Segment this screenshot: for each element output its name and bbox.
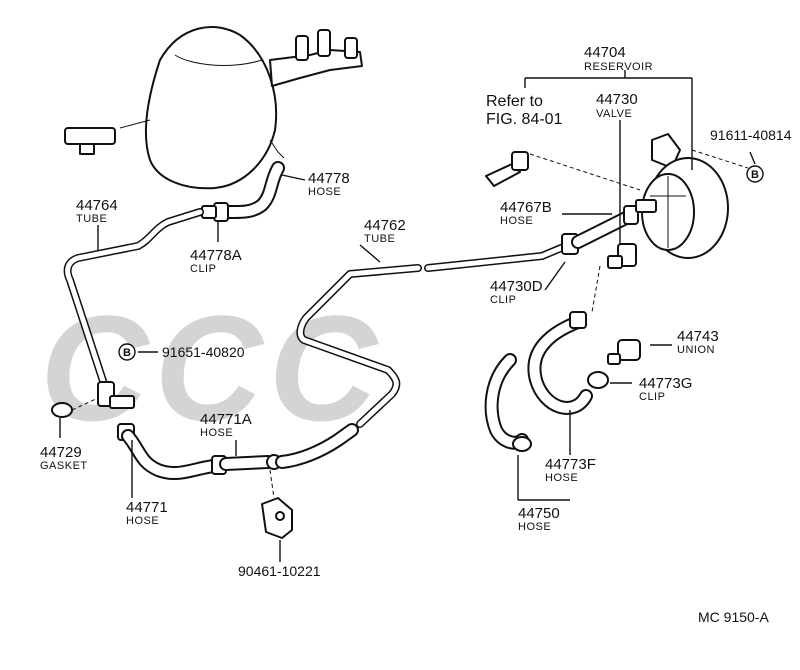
leader-lines: [59, 70, 756, 562]
label-91611-40814: 91611-40814: [710, 127, 792, 143]
label-44778a-name: CLIP: [190, 263, 216, 275]
label-44730-name: VALVE: [596, 108, 632, 120]
clip-44773g: [587, 371, 609, 389]
bolt-badge-left: B: [118, 343, 136, 361]
bracket-90461-10221: [261, 469, 293, 539]
label-44762-number: 44762: [364, 217, 406, 234]
hose-44773f: [527, 311, 593, 415]
label-44771-name: HOSE: [126, 515, 159, 527]
label-44764-name: TUBE: [76, 213, 107, 225]
hose-44771a: [219, 423, 359, 471]
label-44778a-number: 44778A: [190, 247, 242, 264]
label-44729-name: GASKET: [40, 460, 88, 472]
union-44743: [607, 339, 641, 365]
label-44729-number: 44729: [40, 444, 82, 461]
label-44743-name: UNION: [677, 344, 715, 356]
label-44767b-number: 44767B: [500, 199, 552, 216]
label-44778-name: HOSE: [308, 186, 341, 198]
valve-44730: [607, 243, 637, 269]
label-44778-number: 44778: [308, 170, 350, 187]
label-44730d-name: CLIP: [490, 294, 516, 306]
label-44771a-name: HOSE: [200, 427, 233, 439]
reservoir-44704: [635, 133, 729, 259]
label-44730d-number: 44730D: [490, 278, 543, 295]
label-44771a-number: 44771A: [200, 411, 252, 428]
refer-to-line1: Refer to: [486, 93, 543, 110]
label-44764-number: 44764: [76, 197, 118, 214]
label-44743-number: 44743: [677, 328, 719, 345]
label-44773f-number: 44773F: [545, 456, 596, 473]
label-44762-name: TUBE: [364, 233, 395, 245]
label-44767b-name: HOSE: [500, 215, 533, 227]
badge-right-letter: B: [751, 169, 759, 181]
label-44773g-name: CLIP: [639, 391, 665, 403]
gasket-44729: [51, 397, 99, 418]
hose-44767b: [571, 205, 639, 249]
brake-booster-illustration: [64, 26, 363, 190]
label-44704-name: RESERVOIR: [584, 61, 653, 73]
label-44704-number: 44704: [584, 44, 626, 61]
tube-44762: [296, 242, 570, 428]
bolt-badge-right: B: [746, 165, 764, 183]
label-44730-number: 44730: [596, 91, 638, 108]
label-44771-number: 44771: [126, 499, 168, 516]
figure-code: MC 9150-A: [698, 609, 769, 625]
hose-44778: [221, 161, 285, 220]
label-91651-40820: 91651-40820: [162, 344, 245, 360]
label-44750-number: 44750: [518, 505, 560, 522]
label-44773f-name: HOSE: [545, 472, 578, 484]
refer-to-line2: FIG. 84-01: [486, 111, 563, 128]
clip-44778a: [201, 202, 229, 222]
label-90461-10221: 90461-10221: [238, 563, 321, 579]
hose-44750: [484, 353, 532, 452]
referenced-fitting: [485, 151, 641, 191]
label-44773g-number: 44773G: [639, 375, 692, 392]
label-44750-name: HOSE: [518, 521, 551, 533]
tube-44764: [63, 208, 204, 388]
badge-left-letter: B: [123, 347, 131, 359]
